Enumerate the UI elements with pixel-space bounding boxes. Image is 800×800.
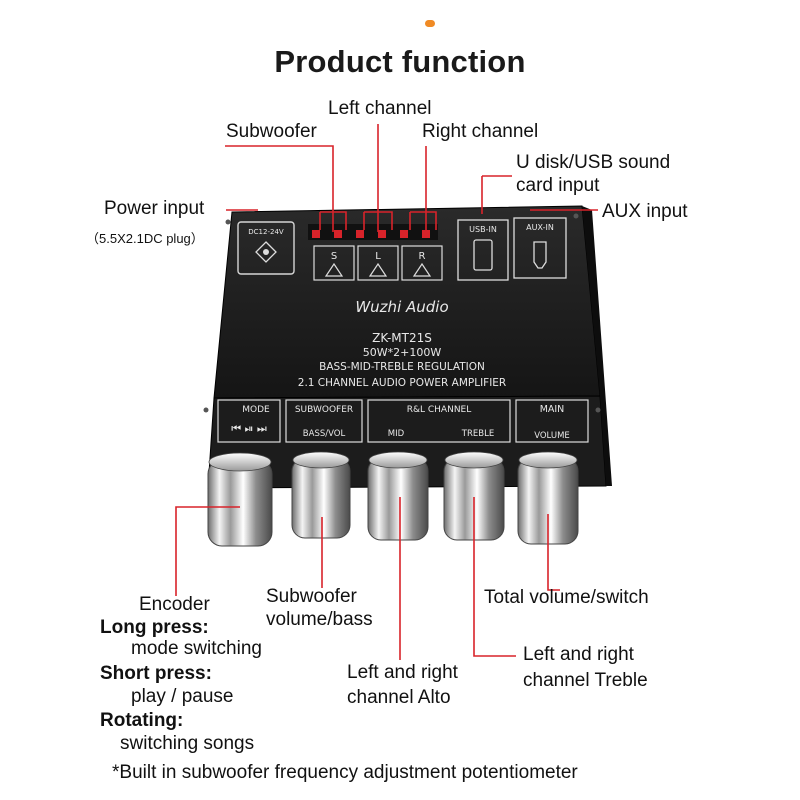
callout-left-bracket — [363, 211, 393, 230]
power-spec: 50W*2+100W — [363, 346, 442, 359]
speaker-icon-right — [412, 262, 432, 277]
dc-label: DC12-24V — [248, 228, 284, 236]
label-total-volume: Total volume/switch — [484, 587, 649, 608]
label-subwoofer: Subwoofer — [226, 121, 317, 142]
callout-volume — [547, 514, 560, 591]
label-power-input: Power input — [104, 198, 205, 219]
callout-encoder — [175, 506, 240, 596]
usb-stick-icon — [473, 239, 493, 271]
callout-usb — [481, 175, 512, 214]
knob-subwoofer — [291, 451, 351, 539]
subwoofer-panel-label: SUBWOOFER — [295, 405, 353, 415]
terminal-box-left — [357, 245, 399, 281]
title-accent-dash — [425, 20, 435, 27]
callout-right-bracket — [409, 211, 437, 230]
volume-label: VOLUME — [534, 431, 570, 441]
main-label: MAIN — [540, 404, 565, 415]
screw-top-right — [573, 213, 579, 219]
terminal-sub-label: S — [331, 251, 337, 262]
brand-logo-text: Wuzhi Audio — [355, 298, 448, 316]
knob-encoder — [207, 452, 273, 547]
knob-volume — [517, 451, 579, 545]
aux-in-box — [513, 217, 567, 279]
label-right-channel: Right channel — [422, 121, 539, 142]
label-alto-line2: channel Alto — [347, 687, 451, 708]
label-usb-input-line2: card input — [516, 175, 600, 196]
mid-label: MID — [388, 429, 405, 439]
rl-channel-label: R&L CHANNEL — [407, 405, 472, 415]
amplifier-text: 2.1 CHANNEL AUDIO POWER AMPLIFIER — [298, 377, 506, 389]
dc-input-box — [237, 221, 295, 275]
label-play-pause: play / pause — [131, 686, 234, 707]
label-aux-input: AUX input — [602, 201, 688, 222]
page-title: Product function — [274, 44, 526, 79]
callout-sub-bracket — [319, 211, 347, 230]
aux-in-label: AUX-IN — [526, 223, 554, 232]
label-alto-line1: Left and right — [347, 662, 458, 683]
screw-front-left — [203, 407, 209, 413]
terminal-right-label: R — [419, 251, 426, 262]
label-mode-switching: mode switching — [131, 638, 262, 659]
regulation-text: BASS-MID-TREBLE REGULATION — [319, 361, 485, 373]
treble-label: TREBLE — [461, 429, 494, 439]
speaker-icon-left — [368, 262, 388, 277]
screw-top-left — [225, 219, 231, 225]
footnote: *Built in subwoofer frequency adjustment… — [112, 762, 578, 783]
callout-lines — [175, 124, 598, 660]
label-rotating: Rotating: — [100, 710, 184, 731]
label-left-channel: Left channel — [328, 98, 432, 119]
label-power-plug: （5.5X2.1DC plug） — [86, 231, 204, 246]
screw-front-right — [595, 407, 601, 413]
label-usb-input-line1: U disk/USB sound — [516, 152, 671, 173]
rl-channel-label-box — [367, 399, 511, 443]
label-short-press: Short press: — [100, 663, 212, 684]
bass-vol-label: BASS/VOL — [303, 429, 346, 439]
terminal-box-sub — [313, 245, 355, 281]
mode-playback-icons: ⏮ ⏯ ⏭ — [231, 422, 267, 435]
label-subwoofer-volume-line2: volume/bass — [266, 609, 373, 630]
usb-in-label: USB-IN — [469, 225, 497, 234]
usb-in-box — [457, 219, 509, 281]
model-number: ZK-MT21S — [372, 331, 432, 345]
main-label-box — [515, 399, 589, 443]
speaker-icon-sub — [324, 262, 344, 277]
dc-plug-icon — [255, 241, 277, 263]
label-subwoofer-volume-line1: Subwoofer — [266, 586, 357, 607]
label-treble-line1: Left and right — [523, 644, 634, 665]
board-side-face — [582, 206, 612, 486]
callout-subwoofer — [225, 145, 334, 232]
terminal-left-label: L — [375, 251, 381, 262]
label-switching-songs: switching songs — [120, 733, 255, 754]
mode-label: MODE — [242, 405, 270, 415]
callout-treble — [473, 497, 516, 657]
subwoofer-label-box — [285, 399, 363, 443]
knob-mid — [367, 451, 429, 541]
mode-label-box — [217, 399, 281, 443]
label-treble-line2: channel Treble — [523, 670, 648, 691]
label-encoder: Encoder — [139, 594, 210, 615]
label-long-press: Long press: — [100, 617, 209, 638]
aux-jack-icon — [533, 241, 547, 269]
speaker-terminals: S L R — [308, 224, 443, 281]
terminal-box-right — [401, 245, 443, 281]
